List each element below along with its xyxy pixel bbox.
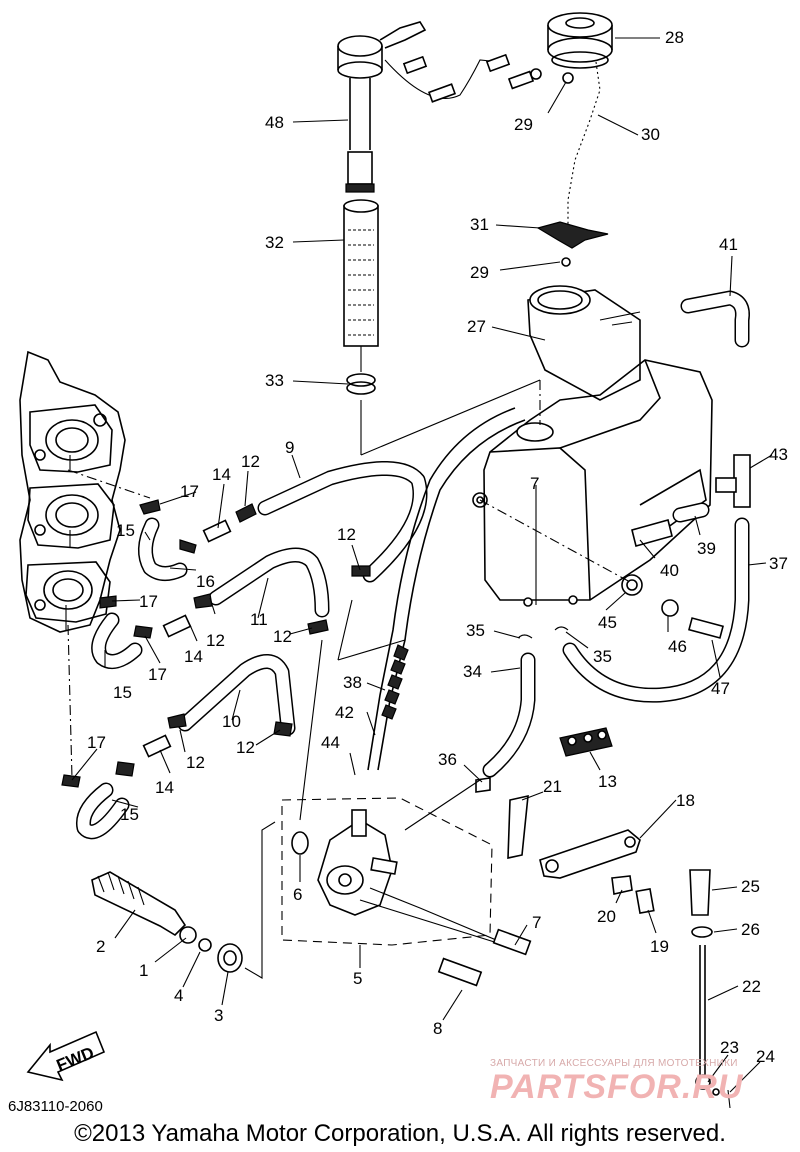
callout-14-a: 14 <box>212 465 231 484</box>
callout-15-b: 15 <box>113 683 132 702</box>
manifold-block-drawing <box>19 350 126 633</box>
callout-16: 16 <box>196 572 215 591</box>
callout-26: 26 <box>741 920 760 939</box>
callout-14-b: 14 <box>184 647 203 666</box>
callout-12-d: 12 <box>273 627 292 646</box>
clips-valves-drawing <box>61 499 371 788</box>
callout-2: 2 <box>96 937 105 956</box>
callout-11: 11 <box>250 610 268 629</box>
watermark-logo: PARTSFOR.RU <box>490 1068 744 1106</box>
level-gauge-drawing <box>337 21 542 456</box>
oil-tank-drawing <box>472 285 713 601</box>
hoses-drawing <box>75 290 750 840</box>
callout-43: 43 <box>769 445 788 464</box>
callout-29-a: 29 <box>514 115 533 134</box>
catalog-code: 6J83110-2060 <box>8 1098 103 1115</box>
callout-35-b: 35 <box>593 647 612 666</box>
callout-35-a: 35 <box>466 621 485 640</box>
callout-31: 31 <box>470 215 489 234</box>
callout-48: 48 <box>265 113 284 132</box>
fwd-arrow: FWD <box>26 1030 106 1082</box>
callout-labels: 1 2 3 4 5 6 7 7 8 9 10 11 12 12 12 12 12… <box>87 28 788 1066</box>
callout-15-a: 15 <box>116 521 135 540</box>
callout-14-c: 14 <box>155 778 174 797</box>
callout-12-b: 12 <box>337 525 356 544</box>
callout-21: 21 <box>543 777 562 796</box>
callout-12-e: 12 <box>186 753 205 772</box>
callout-36: 36 <box>438 750 457 769</box>
callout-5: 5 <box>353 969 362 988</box>
callout-46: 46 <box>668 637 687 656</box>
callout-6: 6 <box>293 885 302 904</box>
callout-8: 8 <box>433 1019 442 1038</box>
callout-24: 24 <box>756 1047 775 1066</box>
callout-13: 13 <box>598 772 617 791</box>
callout-7-pump: 7 <box>532 913 541 932</box>
callout-17-b: 17 <box>139 592 158 611</box>
callout-12-f: 12 <box>236 738 255 757</box>
oil-pump-drawing <box>91 797 532 987</box>
watermark-subtitle: ЗАПЧАСТИ И АКСЕССУАРЫ ДЛЯ МОТОТЕХНИКИ <box>490 1058 738 1069</box>
callout-42: 42 <box>335 703 354 722</box>
copyright-notice: ©2013 Yamaha Motor Corporation, U.S.A. A… <box>74 1120 726 1147</box>
callout-3: 3 <box>214 1006 223 1025</box>
callout-28: 28 <box>665 28 684 47</box>
callout-47: 47 <box>711 679 730 698</box>
callout-32: 32 <box>265 233 284 252</box>
callout-44: 44 <box>321 733 340 752</box>
callout-41: 41 <box>719 235 738 254</box>
callout-38: 38 <box>343 673 362 692</box>
callout-17-d: 17 <box>87 733 106 752</box>
callout-29-b: 29 <box>470 263 489 282</box>
callout-33: 33 <box>265 371 284 390</box>
callout-18: 18 <box>676 791 695 810</box>
callout-10: 10 <box>222 712 241 731</box>
callout-19: 19 <box>650 937 669 956</box>
callout-40: 40 <box>660 561 679 580</box>
callout-23: 23 <box>720 1038 739 1057</box>
callout-37: 37 <box>769 554 788 573</box>
callout-17-c: 17 <box>148 665 167 684</box>
callout-30: 30 <box>641 125 660 144</box>
callout-39: 39 <box>697 539 716 558</box>
callout-12-a: 12 <box>241 452 260 471</box>
callout-25: 25 <box>741 877 760 896</box>
callout-12-c: 12 <box>206 631 225 650</box>
callout-7-tank: 7 <box>530 474 539 493</box>
guidelines <box>67 469 631 831</box>
callout-9: 9 <box>285 438 294 457</box>
callout-27: 27 <box>467 317 486 336</box>
callout-34: 34 <box>463 662 482 681</box>
callout-45: 45 <box>598 613 617 632</box>
callout-22: 22 <box>742 977 761 996</box>
filler-cap-drawing <box>536 12 613 267</box>
leader-lines <box>71 37 773 1093</box>
callout-15-c: 15 <box>120 805 139 824</box>
callout-20: 20 <box>597 907 616 926</box>
callout-17-a: 17 <box>180 482 199 501</box>
callout-1: 1 <box>139 961 148 980</box>
callout-4: 4 <box>174 986 183 1005</box>
